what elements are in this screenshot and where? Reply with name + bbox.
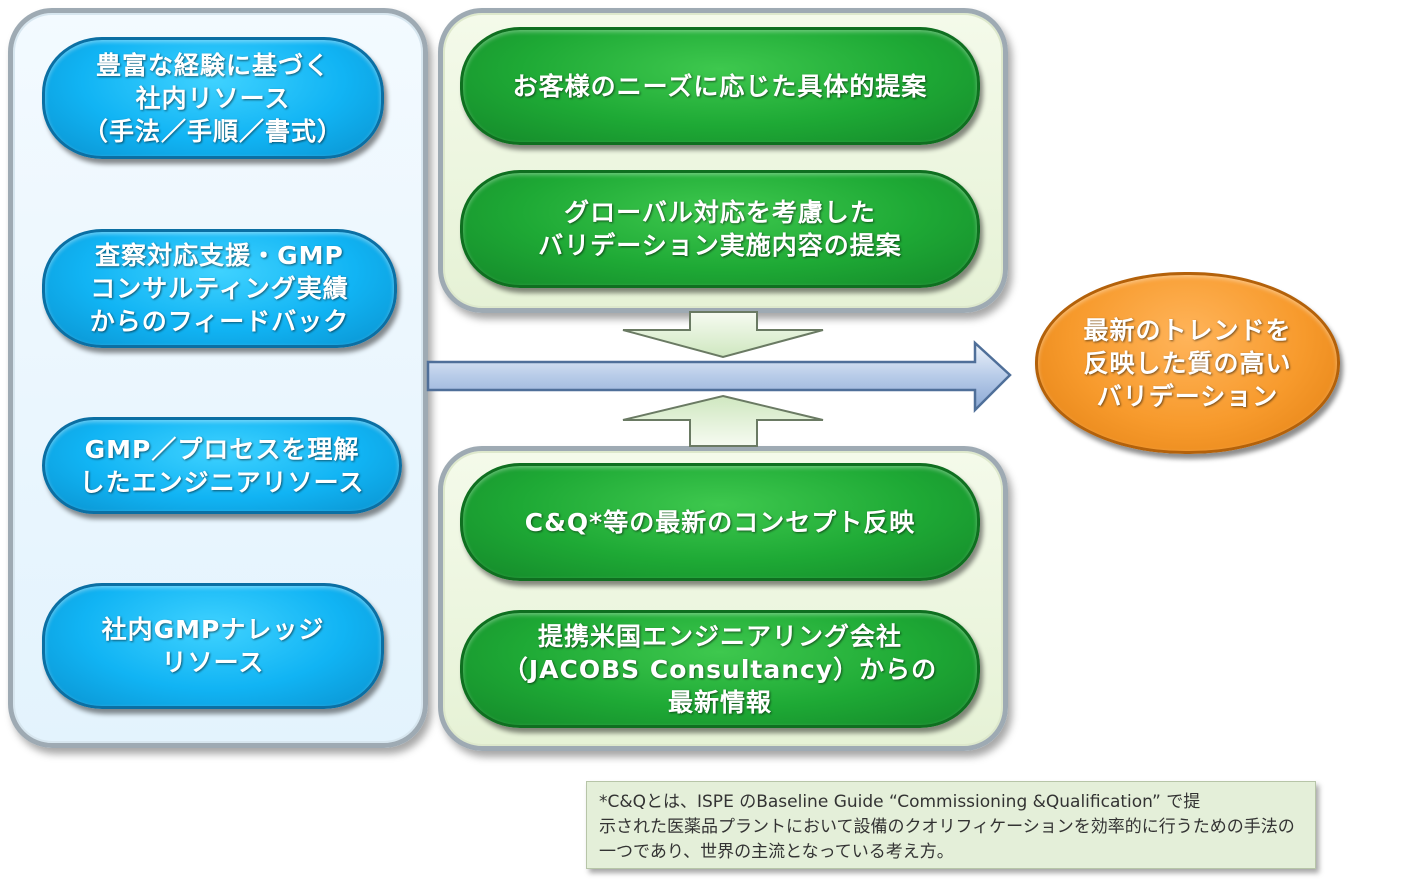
footnote-line: 一つであり、世界の主流となっている考え方。 — [599, 842, 954, 862]
resource-knowledge-pill: 社内GMPナレッジ リソース — [42, 583, 384, 709]
proposal-global-validation-pill: グローバル対応を考慮した バリデーション実施内容の提案 — [460, 170, 980, 288]
footnote-line: *C&Qとは、ISPE のBaseline Guide “Commissioni… — [599, 792, 1201, 812]
resource-experience-pill: 豊富な経験に基づく 社内リソース （手法／手順／書式） — [42, 37, 384, 159]
resource-inspection-feedback-pill: 査察対応支援・GMP コンサルティング実績 からのフィードバック — [42, 229, 397, 348]
concept-jacobs-pill: 提携米国エンジニアリング会社 （JACOBS Consultancy）からの 最… — [460, 610, 980, 728]
up-arrow — [622, 394, 824, 447]
footnote-line: 示された医薬品プラントにおいて設備のクオリフィケーションを効率的に行うための手法… — [599, 817, 1295, 837]
down-arrow — [622, 311, 824, 359]
main-right-arrow — [426, 340, 1012, 414]
result-validation-pill: 最新のトレンドを 反映した質の高い バリデーション — [1035, 272, 1340, 454]
resource-engineer-pill: GMP／プロセスを理解 したエンジニアリソース — [42, 417, 402, 514]
footnote-box: *C&Qとは、ISPE のBaseline Guide “Commissioni… — [586, 781, 1316, 869]
proposal-customer-needs-pill: お客様のニーズに応じた具体的提案 — [460, 27, 980, 145]
concept-cq-pill: C&Q*等の最新のコンセプト反映 — [460, 463, 980, 581]
